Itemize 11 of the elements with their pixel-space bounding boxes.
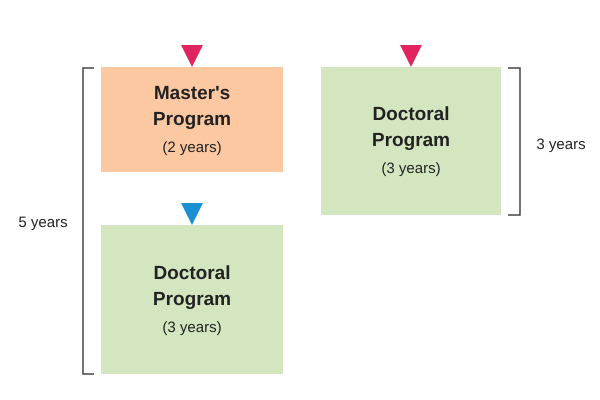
duration-text: (3 years) bbox=[381, 159, 441, 179]
program-box bbox=[321, 67, 501, 215]
duration-text: (3 years) bbox=[162, 318, 222, 338]
program-box bbox=[101, 225, 283, 374]
duration-label: 3 years bbox=[535, 135, 587, 155]
duration-label: 5 years bbox=[17, 213, 69, 233]
program-box bbox=[101, 67, 283, 172]
duration-text: (2 years) bbox=[162, 138, 222, 158]
program-title: Master's Program bbox=[152, 82, 232, 132]
program-title: Doctoral Program bbox=[152, 262, 232, 312]
program-title: Doctoral Program bbox=[370, 103, 452, 153]
